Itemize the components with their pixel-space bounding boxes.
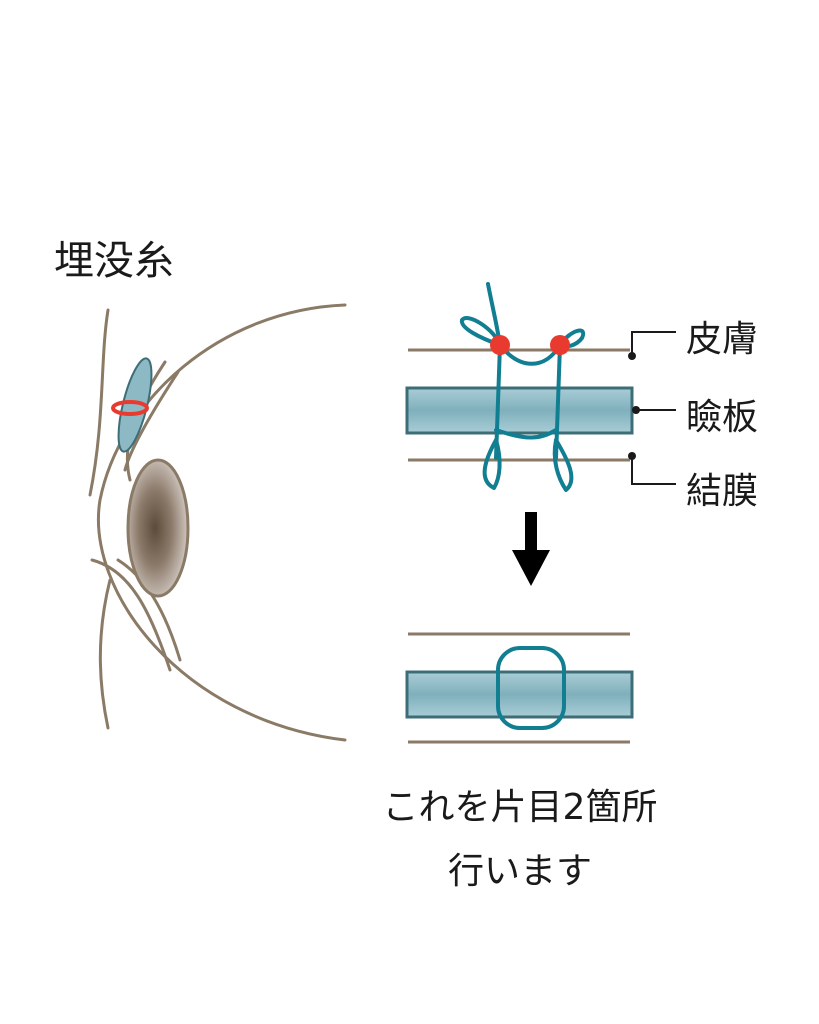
diagram-title: 埋没糸 — [54, 238, 174, 284]
cross-section-before — [405, 282, 676, 492]
suture-knot-icon — [111, 400, 149, 416]
globe-outline — [97, 303, 347, 742]
upper-lid-margin — [123, 370, 180, 472]
arrow-down-icon — [512, 512, 550, 586]
lower-lid-margin — [116, 558, 182, 662]
suture-loop — [496, 646, 566, 730]
suture-knot-icon — [550, 335, 570, 355]
tarsal-plate-bar — [405, 670, 634, 719]
caption-line-1: これを片目2箇所 — [382, 787, 658, 828]
suture-knot-icon — [490, 335, 510, 355]
lower-lid-fold — [90, 558, 172, 672]
tarsal-plate-bar — [405, 386, 634, 435]
leader-lines — [631, 331, 676, 485]
upper-lid-line — [88, 308, 110, 497]
cornea — [126, 458, 190, 598]
eye-side-view — [88, 303, 347, 742]
lower-lid-line — [98, 578, 112, 730]
caption-line-2: 行います — [447, 851, 592, 892]
label-conjunctiva: 結膜 — [686, 471, 759, 512]
cross-section-after — [405, 632, 634, 744]
label-tarsal-plate: 瞼板 — [686, 397, 759, 438]
label-skin: 皮膚 — [686, 319, 759, 360]
